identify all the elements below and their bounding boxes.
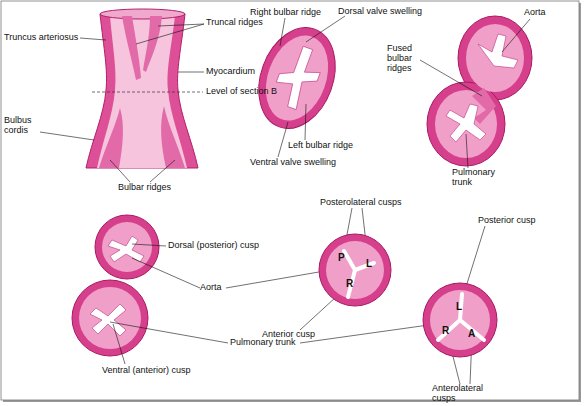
valve-pair — [72, 215, 159, 356]
part-label: Myocardium — [206, 67, 255, 77]
fused-section — [427, 16, 532, 166]
section-b — [245, 17, 348, 139]
part-label: Aorta — [524, 8, 546, 18]
part-label: Aorta — [200, 283, 222, 293]
part-label: Bulbus cordis — [4, 116, 42, 136]
valve-wall — [319, 234, 391, 306]
cusp-letter: R — [442, 326, 449, 336]
valve-lumen — [460, 320, 484, 340]
part-label: Dorsal (posterior) cusp — [168, 241, 259, 251]
cusp-letter: A — [468, 329, 475, 339]
valve-outline — [422, 282, 498, 358]
valve-lumen — [344, 251, 355, 270]
part-label: Anterolateral cusps — [432, 384, 496, 404]
cusp-letter: R — [346, 279, 353, 289]
part-label: Pulmonary trunk — [452, 168, 502, 188]
valve-inner — [430, 290, 490, 350]
cusp-letter: P — [338, 253, 345, 263]
part-label: Pulmonary trunk — [230, 338, 296, 348]
frame — [1, 1, 579, 400]
part-label: Dorsal valve swelling — [338, 7, 422, 17]
truncus-tube — [86, 9, 203, 168]
part-label: Truncal ridges — [206, 18, 263, 28]
part-label: Level of section B — [206, 87, 277, 97]
part-label: Ventral valve swelling — [250, 158, 336, 168]
part-label: Truncus arteriosus — [4, 33, 78, 43]
valve-outline — [318, 233, 392, 307]
valve-section: P L R — [318, 233, 392, 307]
leader-lines — [40, 16, 530, 384]
cusp-letter: L — [366, 259, 372, 269]
part-label: Fused bulbar ridges — [387, 44, 421, 74]
cusp-letter: L — [456, 302, 462, 312]
valve-lumen — [438, 320, 460, 340]
valve-section: L R A — [422, 282, 498, 358]
part-label: Right bulbar ridge — [250, 8, 321, 18]
part-label: Bulbar ridges — [118, 183, 171, 193]
valve-wall — [423, 283, 497, 357]
part-label: Posterolateral cusps — [320, 198, 402, 208]
part-label: Ventral (anterior) cusp — [102, 366, 191, 376]
part-label: Left bulbar ridge — [288, 141, 353, 151]
valve-inner — [326, 241, 384, 299]
part-label: Posterior cusp — [478, 216, 536, 226]
